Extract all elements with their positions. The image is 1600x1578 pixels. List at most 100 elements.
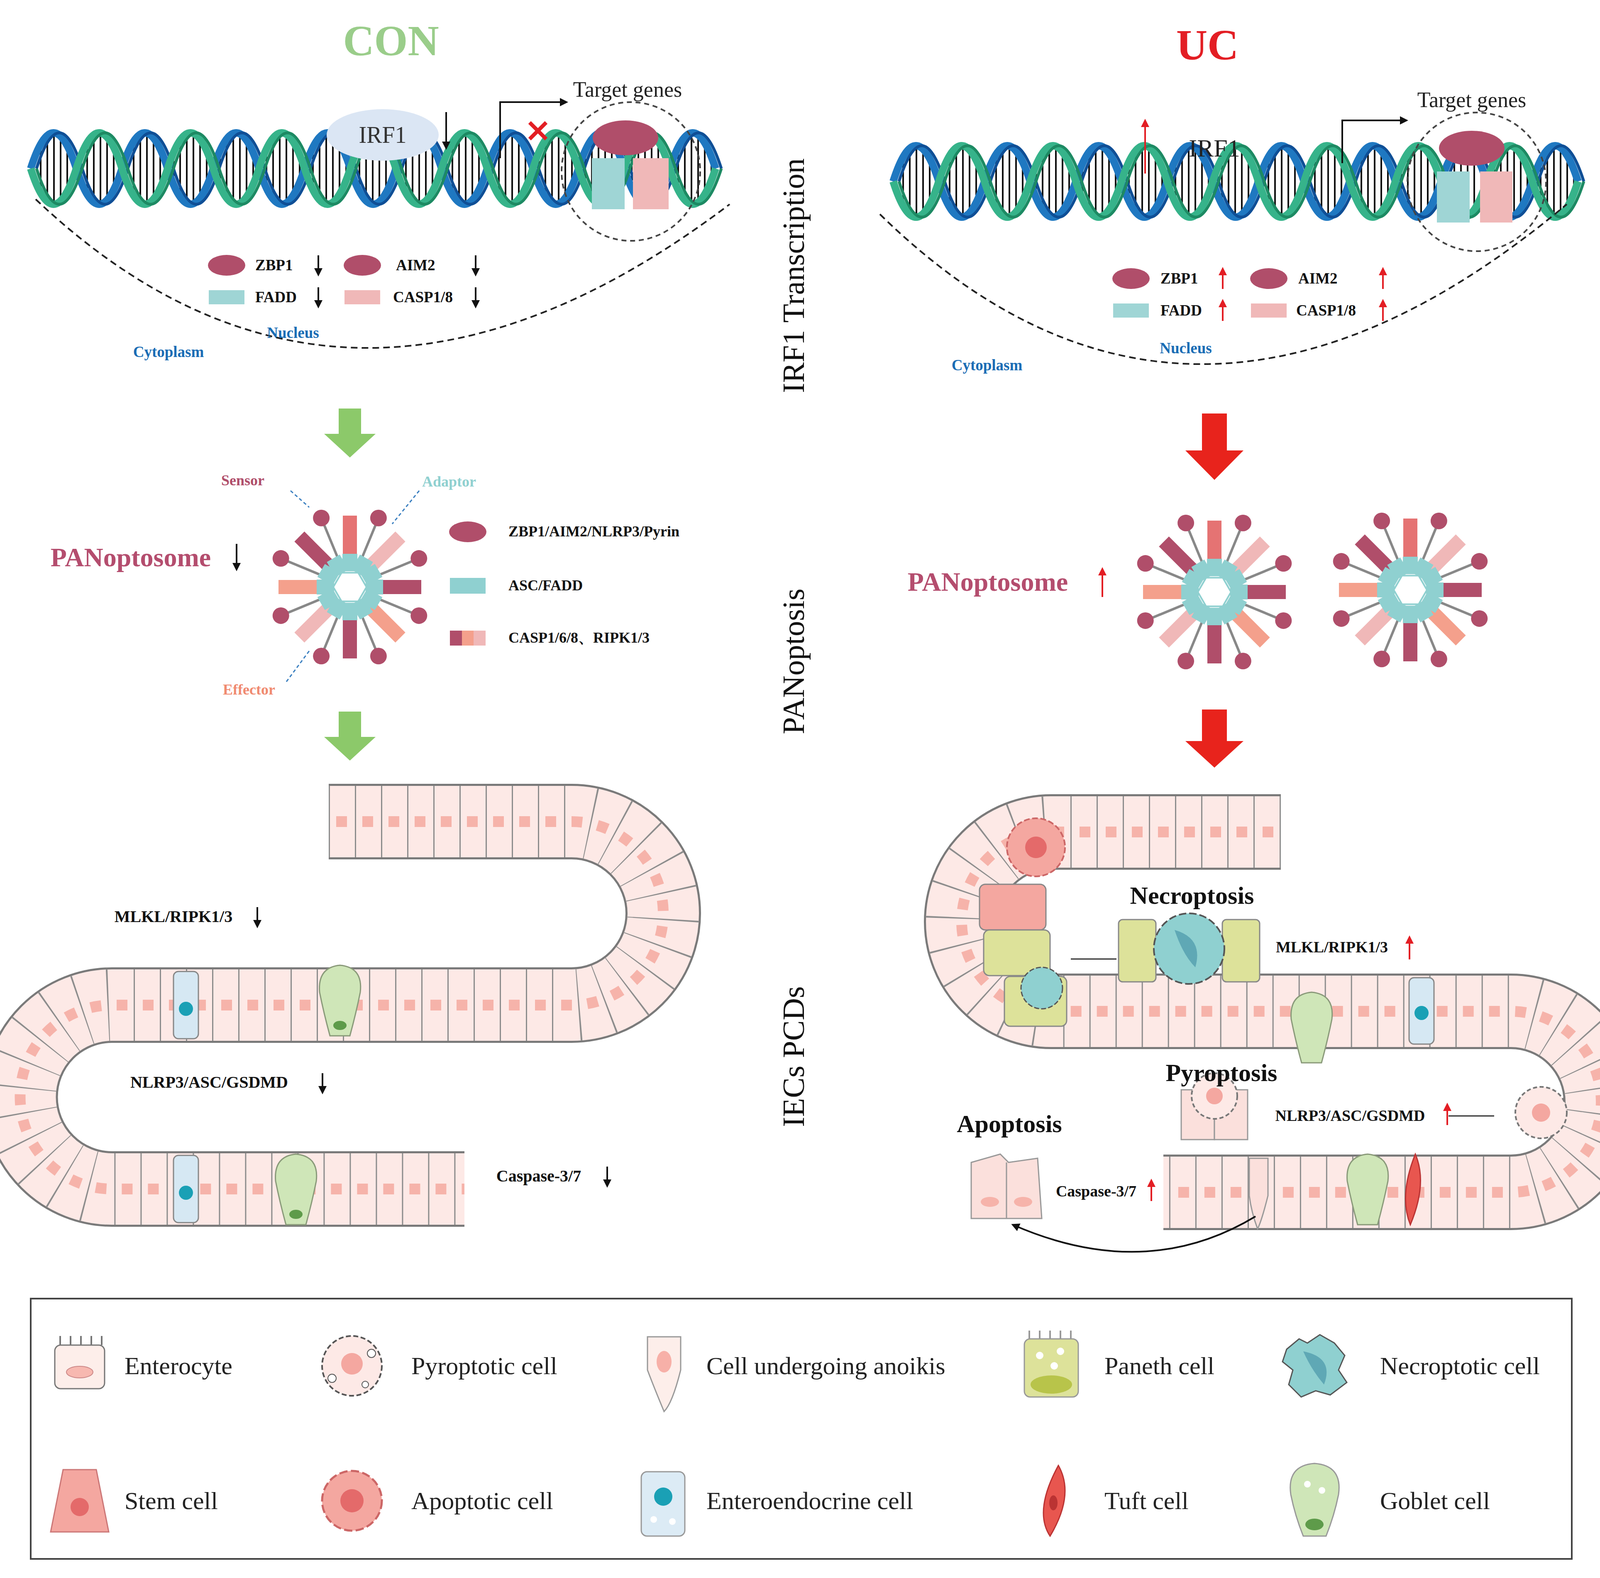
paneth-cell [1118, 919, 1156, 982]
compartment-label: Cytoplasm [133, 343, 205, 362]
marker-label: MLKL/RIPK1/3 [1275, 938, 1388, 957]
stage-label: IRF1 Transcription [776, 158, 812, 393]
sensor-head [1428, 510, 1450, 532]
core-ring [1197, 577, 1232, 606]
gene-label: IRF1 [1188, 134, 1240, 163]
down-arrow [235, 543, 238, 570]
down-arrow [317, 255, 320, 275]
sensor-head [367, 507, 390, 529]
leader-line [1070, 958, 1117, 960]
sensor-head [1232, 512, 1254, 534]
component-label: Sensor [221, 471, 265, 489]
goblet-cell [289, 1209, 303, 1219]
region-label: Target genes [573, 77, 683, 103]
irf1-ellipse: IRF1 [326, 109, 439, 161]
flow-arrow [1185, 413, 1244, 480]
necroptotic-cell [1153, 913, 1225, 984]
sensor-symbol [1112, 268, 1150, 289]
gene-label: AIM2 [1298, 269, 1338, 288]
marker-label: Caspase-3/7 [1055, 1182, 1137, 1201]
pyroptotic-cell [1206, 1087, 1223, 1105]
effector-symbol [344, 290, 381, 305]
goblet-sample [1318, 1486, 1326, 1494]
apoptotic-cell [1006, 818, 1066, 877]
flow-arrow [324, 408, 376, 458]
leader-line [392, 490, 420, 524]
up-arrow [1221, 300, 1224, 321]
sensor-symbol [207, 254, 246, 276]
leader-line [286, 650, 310, 682]
sensor-head [270, 547, 292, 570]
enteroendocrine-cell [178, 1001, 193, 1016]
gene-label: ZBP1 [255, 256, 293, 275]
adaptor-symbol [208, 290, 245, 305]
paneth-sample [1050, 1361, 1058, 1370]
panoptosome [1134, 512, 1295, 672]
enteroendocrine-sample [641, 1471, 685, 1536]
flow-arrow [324, 711, 376, 761]
apoptosis-inset [980, 1196, 1000, 1207]
adaptor-symbol [449, 577, 486, 594]
sensor-head [1232, 649, 1254, 672]
flow-arrow [1185, 709, 1244, 768]
sensor-head [1468, 550, 1491, 572]
effector-symbol [449, 630, 462, 646]
tuft-sample [1043, 1465, 1066, 1536]
goblet-sample [1305, 1518, 1324, 1530]
stem-cell [979, 884, 1046, 930]
sensor-head [1174, 512, 1197, 534]
panel-heading: CON [342, 15, 439, 66]
adaptor-symbol [1113, 303, 1149, 318]
pyroptotic-sample [367, 1348, 376, 1358]
marker-label: NLRP3/ASC/GSDMD [1275, 1106, 1425, 1125]
anoikis-sample [656, 1350, 672, 1373]
up-arrow [1150, 1179, 1153, 1201]
apoptosis-inset [1013, 1196, 1033, 1207]
nucleus-boundary [879, 204, 1567, 364]
leader-line [290, 490, 310, 508]
curved-arrow [1012, 1216, 1256, 1252]
sensor-head [1370, 647, 1393, 670]
anoikis-sample [647, 1336, 681, 1412]
up-arrow [1408, 936, 1411, 960]
cell-borders [961, 831, 1600, 1193]
marker-label: NLRP3/ASC/GSDMD [130, 1072, 289, 1092]
death-type-label: Necroptosis [1130, 881, 1255, 910]
epithelium-band [961, 831, 1600, 1193]
legend-text: Tuft cell [1104, 1486, 1189, 1515]
paneth-cell [1222, 919, 1260, 982]
paneth-sample [1056, 1347, 1065, 1355]
effector-symbol [461, 630, 474, 646]
sensor-symbol [1438, 130, 1505, 166]
tuft-cell [1405, 1153, 1421, 1225]
pyroptotic-sample [341, 1352, 363, 1375]
up-arrow [1144, 120, 1146, 174]
down-arrow [606, 1166, 609, 1186]
stage-label: IECs PCDs [776, 985, 812, 1127]
target-gene-circle [1407, 112, 1547, 252]
panel-heading: UC [1176, 19, 1239, 70]
paneth-sample [1035, 1351, 1044, 1359]
death-type-label: Pyroptosis [1165, 1058, 1278, 1088]
component-label: Adaptor [422, 473, 477, 491]
pyroptotic-cell [1515, 1086, 1567, 1139]
up-arrow [1101, 568, 1104, 597]
key-label: ZBP1/AIM2/NLRP3/Pyrin [508, 522, 680, 540]
apoptosis-inset [971, 1153, 1042, 1219]
epithelium-outline [961, 831, 1600, 1193]
effector-symbol [632, 158, 669, 210]
paneth-sample [1024, 1338, 1079, 1397]
compartment-label: Nucleus [1159, 339, 1212, 358]
enteroendocrine-sample [650, 1515, 658, 1523]
stage-label: PANoptosis [776, 588, 812, 735]
enterocyte-sample [66, 1365, 93, 1378]
region-label: Target genes [1417, 87, 1527, 113]
tuft-sample [1049, 1494, 1058, 1510]
marker-label: Caspase-3/7 [496, 1166, 582, 1186]
sensor-symbol [1250, 268, 1288, 289]
sensor-head [1330, 550, 1353, 572]
pyroptotic-sample [361, 1380, 369, 1388]
compartment-label: Cytoplasm [951, 356, 1023, 375]
necroptotic-cell [1021, 967, 1063, 1009]
sensor-head [310, 507, 333, 529]
